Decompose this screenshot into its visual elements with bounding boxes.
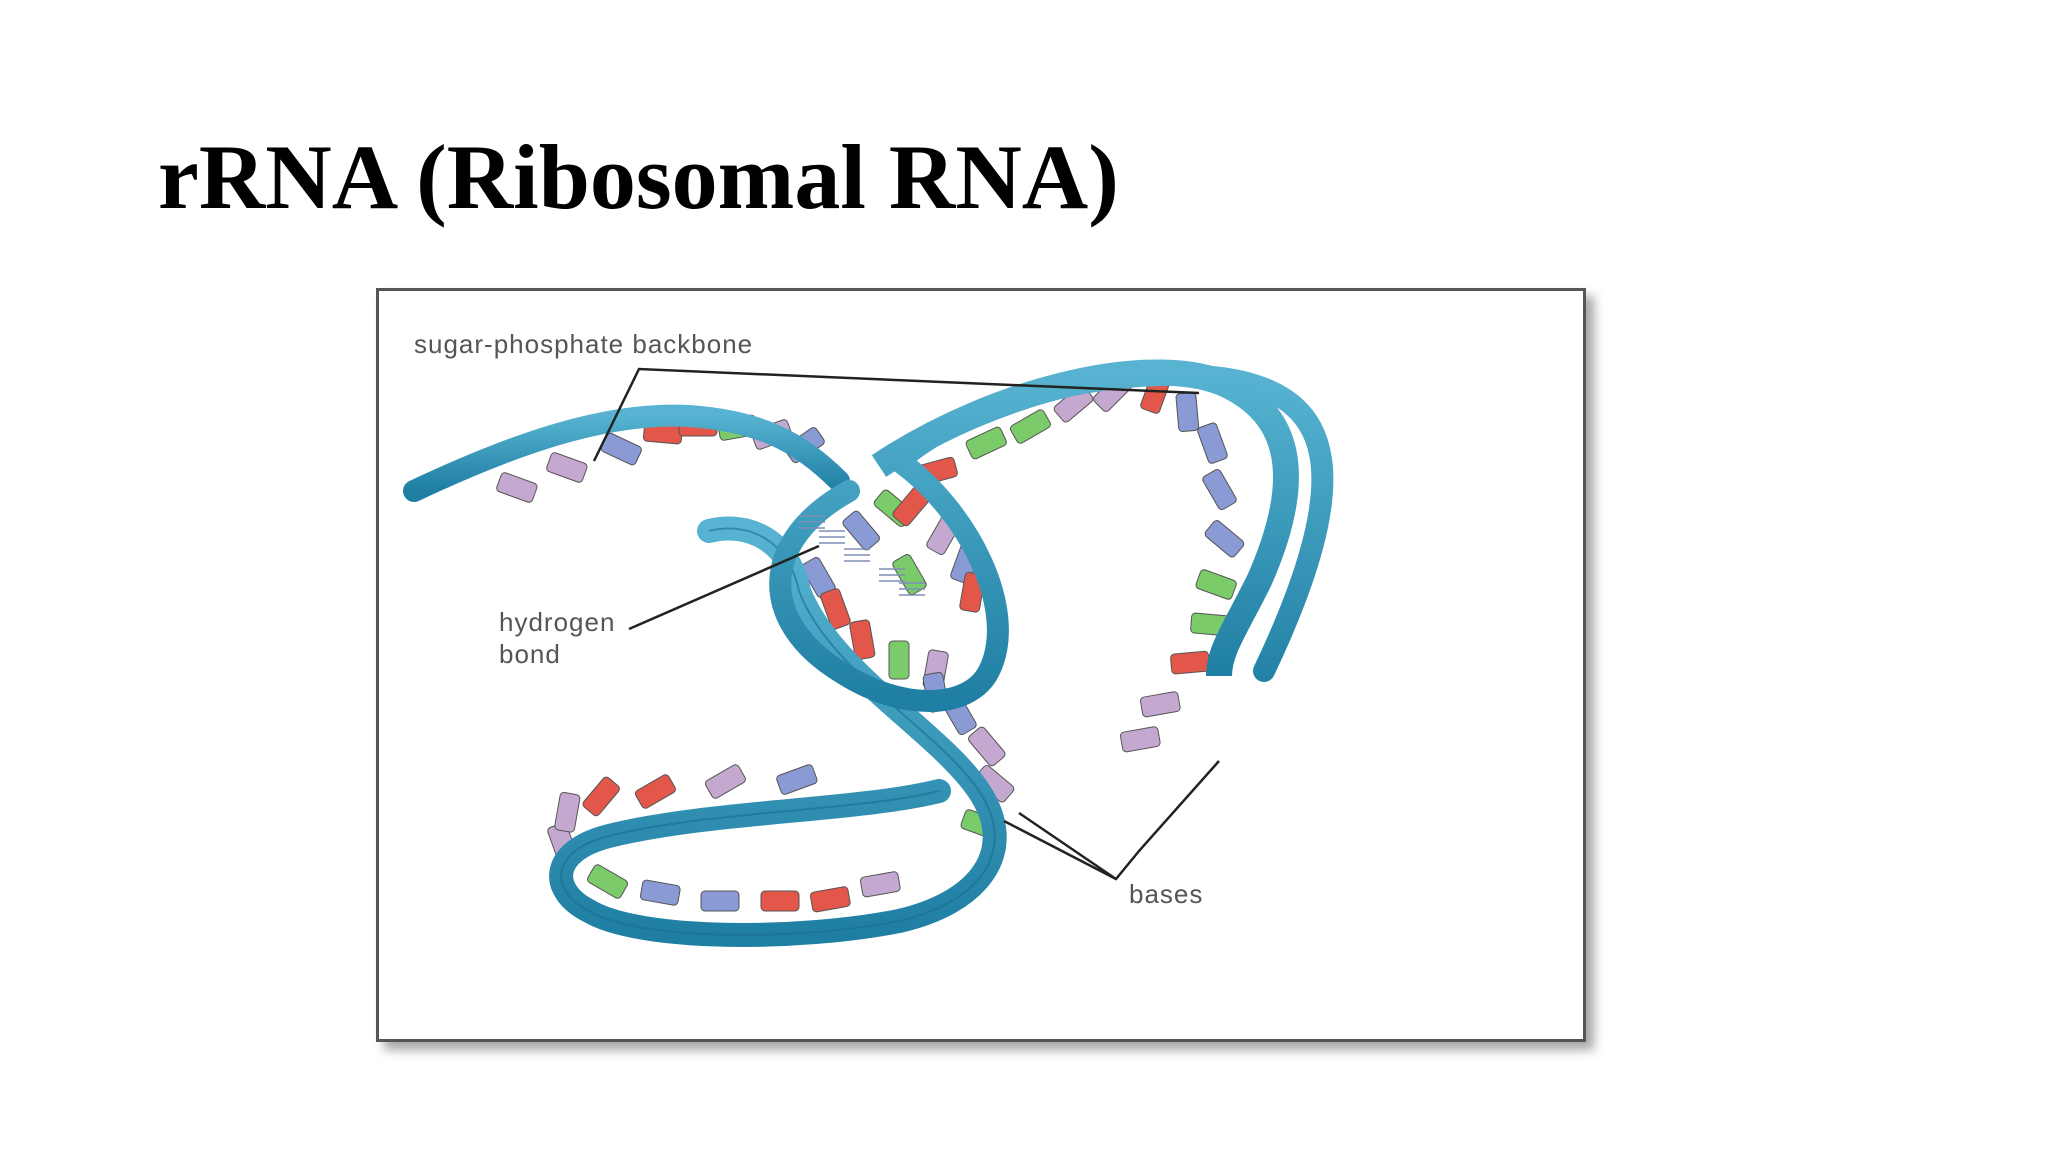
rna-diagram: sugar-phosphate backbone hydrogen bond b… <box>403 329 1334 947</box>
hydrogen-bonds <box>799 515 925 596</box>
base-peg <box>776 764 818 795</box>
base-peg <box>1119 726 1161 753</box>
bases-leader-b <box>1003 819 1117 881</box>
base-peg <box>1009 409 1051 444</box>
base-peg <box>809 886 851 913</box>
base-peg <box>496 472 538 503</box>
base-peg <box>639 879 681 906</box>
base-peg <box>1139 691 1181 718</box>
rna-figure: sugar-phosphate backbone hydrogen bond b… <box>376 288 1586 1042</box>
base-peg <box>842 510 880 551</box>
base-peg <box>965 426 1007 460</box>
backbone-leader <box>592 367 1200 462</box>
base-peg <box>546 452 588 483</box>
base-peg <box>1202 469 1237 511</box>
base-peg <box>704 764 746 799</box>
base-peg <box>859 871 901 898</box>
backbone-edge-lower <box>560 527 996 936</box>
bases-leader <box>1018 760 1220 881</box>
hydrogen-label-line1: hydrogen <box>499 607 615 637</box>
slide-title: rRNA (Ribosomal RNA) <box>158 126 1119 228</box>
bases-label: bases <box>1129 879 1203 909</box>
base-peg <box>888 640 910 680</box>
base-peg <box>968 726 1006 767</box>
base-peg <box>820 588 851 630</box>
base-peg <box>892 554 927 596</box>
base-peg <box>554 791 581 833</box>
base-peg <box>700 890 740 912</box>
hydrogen-label-line2: bond <box>499 639 561 669</box>
backbone-ribbon-left <box>403 404 850 502</box>
base-peg <box>1195 569 1237 600</box>
base-peg <box>1197 422 1228 464</box>
base-peg <box>634 774 676 809</box>
backbone-ribbon-right-tail <box>871 359 1300 677</box>
base-peg <box>849 619 876 661</box>
base-peg <box>1204 520 1245 558</box>
base-peg <box>1175 392 1200 433</box>
base-peg <box>582 776 620 817</box>
base-peg <box>587 864 629 899</box>
hydrogen-leader <box>628 544 820 631</box>
backbone-ribbon-upper <box>769 363 1334 712</box>
base-peg <box>760 890 800 912</box>
backbone-label: sugar-phosphate backbone <box>414 329 753 359</box>
